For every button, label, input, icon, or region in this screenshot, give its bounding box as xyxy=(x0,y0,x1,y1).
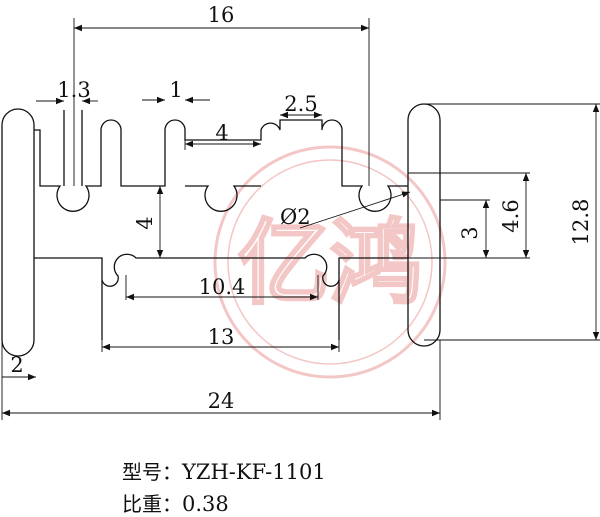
dim-overall-height: 12.8 xyxy=(569,199,593,246)
model-row: 型号：YZH-KF-1101 xyxy=(122,456,326,485)
profile-drawing: 亿鸿 xyxy=(1,3,600,420)
dim-slot-width-mid: 1 xyxy=(169,78,182,102)
profile-outline xyxy=(1,103,441,357)
extension-lines xyxy=(1,18,600,420)
dim-height-3: 3 xyxy=(458,226,482,239)
dim-height-4-6: 4.6 xyxy=(499,199,523,232)
dim-slot-width-left: 1.3 xyxy=(57,78,90,102)
dim-hole-diameter: Ø2 xyxy=(280,205,311,229)
watermark-logo: 亿鸿 xyxy=(213,145,447,379)
model-label: 型号： xyxy=(122,460,182,484)
dim-overall-width: 24 xyxy=(208,389,235,413)
watermark-text: 亿鸿 xyxy=(238,210,422,317)
model-value: YZH-KF-1101 xyxy=(182,460,326,484)
dim-groove-depth: 4 xyxy=(133,216,157,229)
dim-groove-gap: 4 xyxy=(215,121,228,145)
dim-fin-width: 2.5 xyxy=(284,92,317,116)
dim-top-span: 16 xyxy=(208,3,235,27)
dimension-lines xyxy=(2,24,600,417)
weight-label: 比重： xyxy=(122,492,182,516)
weight-row: 比重：0.38 xyxy=(122,488,229,517)
weight-value: 0.38 xyxy=(182,492,229,516)
dim-channel-outer: 13 xyxy=(208,325,235,349)
dim-channel-inner: 10.4 xyxy=(199,275,246,299)
dim-wall-thickness: 2 xyxy=(10,353,23,377)
